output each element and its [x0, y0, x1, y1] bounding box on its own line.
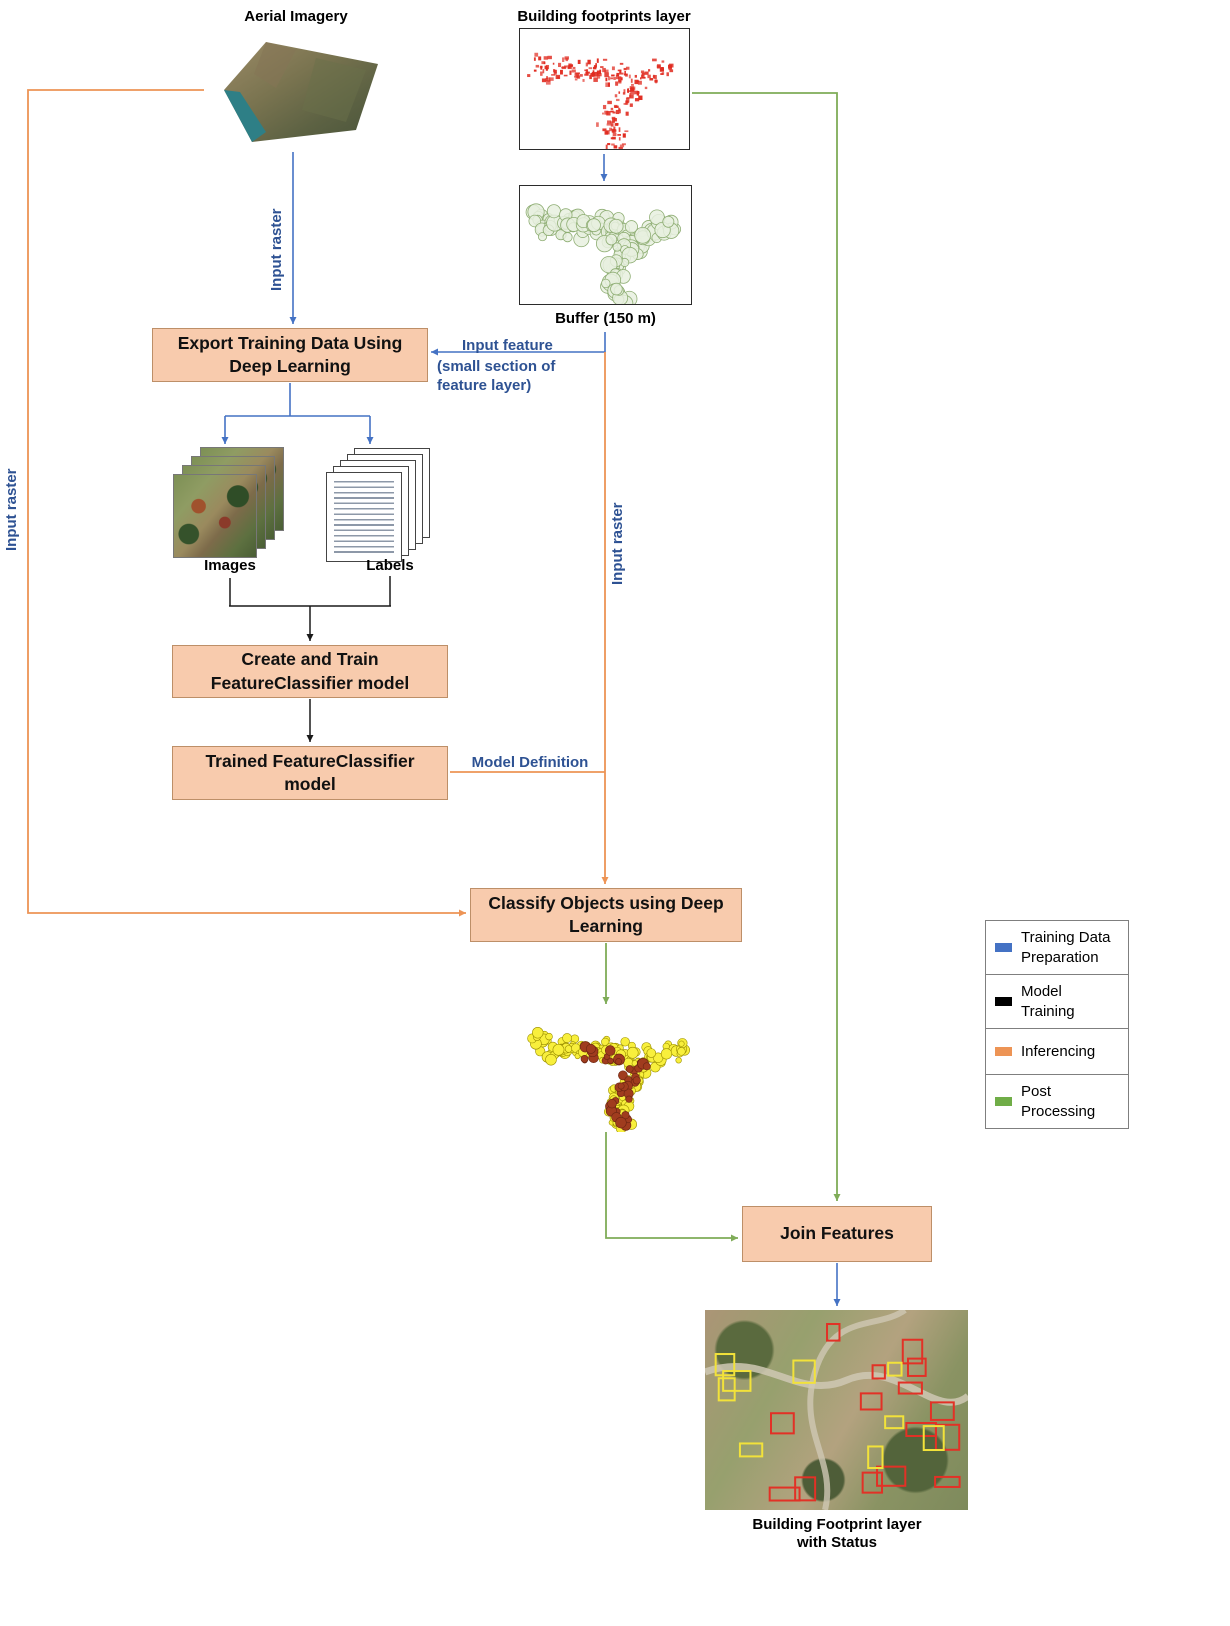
legend-label: Model Training [1021, 983, 1075, 1020]
legend-label: Training Data Preparation [1021, 929, 1111, 966]
legend-label: Inferencing [1021, 1042, 1096, 1060]
legend-swatch-inferencing [995, 1047, 1012, 1056]
edge-label-model-definition: Model Definition [471, 754, 589, 771]
images-label: Images [204, 557, 256, 574]
legend-item-training-data: Training Data Preparation [986, 921, 1128, 975]
image-chip [174, 475, 256, 557]
labels-label: Labels [366, 557, 414, 574]
trained-model-box: Trained FeatureClassifier model [172, 746, 448, 800]
final-output-label: Building Footprint layer with Status [752, 1516, 922, 1551]
legend-swatch-model-training [995, 997, 1012, 1006]
buffer-thumbnail [519, 185, 692, 312]
building-footprints-thumbnail [519, 28, 690, 152]
building-footprints-label: Building footprints layer [517, 8, 691, 25]
aerial-imagery-thumbnail [206, 30, 386, 152]
buffer-scatter [525, 203, 682, 312]
text-lines [334, 481, 394, 553]
final-map-overlays [703, 1307, 971, 1511]
edge-label-input-raster-aerial: Input raster [268, 208, 285, 291]
classified-scatter [527, 1027, 691, 1134]
join-features-box: Join Features [742, 1206, 932, 1262]
edge-label-input-raster-buffer: Input raster [609, 502, 626, 585]
legend-label: Post Processing [1021, 1083, 1096, 1120]
footprints-scatter [527, 52, 674, 152]
edge-label-input-raster-far-left: Input raster [3, 468, 20, 551]
legend-swatch-training-data [995, 943, 1012, 952]
legend-swatch-post-processing [995, 1097, 1012, 1106]
legend-item-post-processing: Post Processing [986, 1075, 1128, 1128]
label-chip [326, 472, 402, 562]
legend-item-inferencing: Inferencing [986, 1029, 1128, 1075]
image-chips-stack [174, 448, 286, 558]
edge-label-input-feature: Input feature [462, 337, 553, 354]
buffer-label: Buffer (150 m) [555, 310, 656, 327]
create-train-model-box: Create and Train FeatureClassifier model [172, 645, 448, 698]
final-map-thumbnail [703, 1307, 971, 1511]
label-chips-stack [326, 448, 430, 562]
export-training-data-box: Export Training Data Using Deep Learning [152, 328, 428, 382]
classify-objects-box: Classify Objects using Deep Learning [470, 888, 742, 942]
aerial-imagery-label: Aerial Imagery [244, 8, 348, 25]
edge-label-input-feature-note: (small section of feature layer) [437, 358, 556, 394]
legend-item-model-training: Model Training [986, 975, 1128, 1029]
legend: Training Data Preparation Model Training… [985, 920, 1129, 1129]
terrain-graphic [224, 42, 378, 142]
classified-result-thumbnail [520, 1008, 700, 1134]
